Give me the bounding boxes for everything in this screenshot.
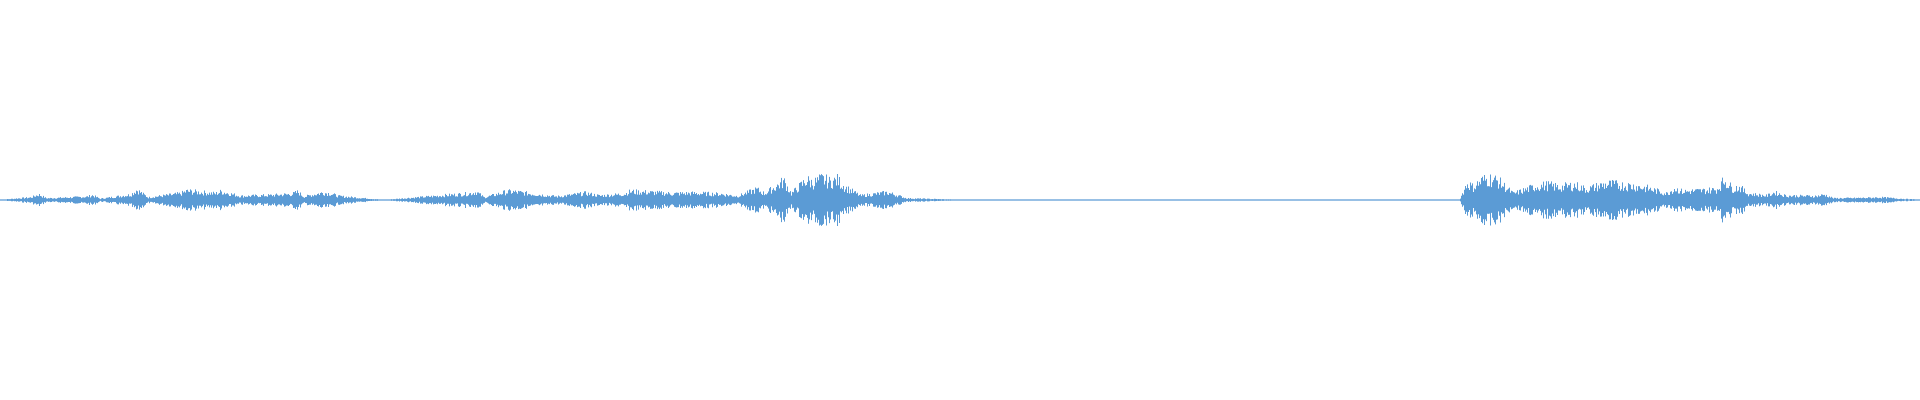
waveform-amplitude-bars	[0, 173, 1920, 227]
